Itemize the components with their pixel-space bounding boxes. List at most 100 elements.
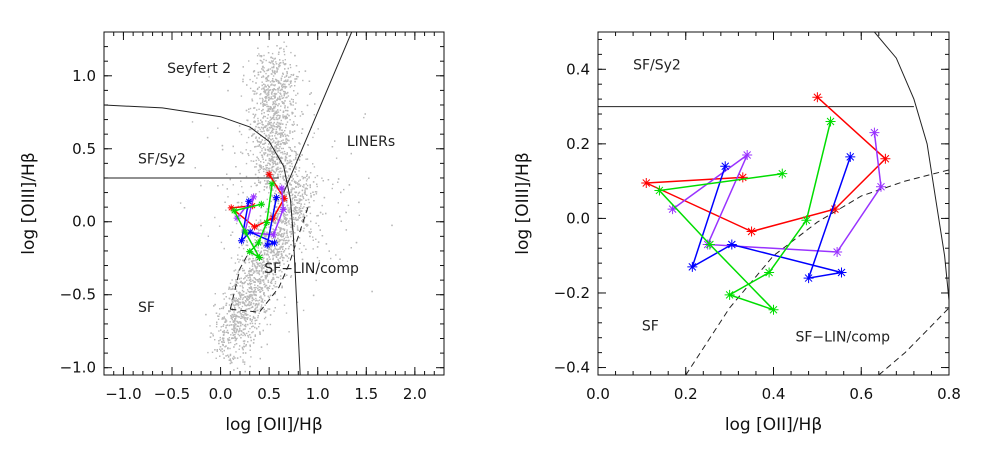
data-point — [231, 332, 234, 334]
data-point — [238, 325, 240, 328]
data-point — [228, 359, 231, 361]
data-point — [245, 292, 248, 294]
data-point — [227, 354, 229, 356]
data-point — [225, 345, 227, 347]
data-point — [260, 287, 262, 289]
data-point — [261, 229, 264, 232]
data-point — [269, 108, 272, 111]
data-point — [248, 296, 250, 298]
data-point — [268, 157, 270, 160]
data-point — [248, 301, 250, 303]
data-point — [241, 347, 244, 350]
data-point — [214, 216, 216, 219]
data-point — [275, 168, 277, 170]
data-point — [282, 61, 284, 64]
data-point — [247, 283, 249, 286]
data-point — [270, 271, 273, 273]
data-point — [242, 334, 244, 337]
data-point — [285, 75, 288, 78]
data-point — [258, 323, 261, 325]
data-point — [275, 123, 278, 125]
data-point — [294, 151, 297, 153]
data-point — [280, 198, 282, 200]
data-point — [247, 252, 249, 254]
data-point — [267, 260, 270, 262]
data-point — [273, 178, 275, 181]
data-point — [247, 298, 249, 301]
data-point — [279, 47, 281, 50]
data-point — [279, 183, 282, 185]
data-point — [254, 224, 256, 226]
data-point — [238, 125, 241, 127]
data-point — [267, 273, 269, 275]
data-point — [290, 81, 292, 83]
data-point — [209, 336, 212, 338]
data-point — [217, 315, 219, 317]
data-point — [255, 258, 257, 261]
data-point — [315, 222, 317, 224]
data-point — [275, 170, 278, 172]
data-point — [275, 229, 278, 231]
data-point — [274, 172, 277, 174]
data-point — [243, 278, 245, 280]
data-point — [286, 191, 288, 193]
data-point — [267, 150, 270, 152]
data-point — [232, 337, 234, 339]
data-point — [290, 74, 293, 76]
data-point — [279, 173, 282, 176]
data-point — [278, 195, 281, 197]
data-point — [262, 104, 264, 106]
data-point — [267, 68, 270, 70]
data-point — [282, 110, 285, 112]
data-point — [288, 220, 290, 222]
data-point — [270, 246, 273, 248]
data-point — [258, 141, 261, 143]
data-point — [269, 167, 271, 170]
data-point — [277, 82, 280, 84]
data-point — [295, 212, 298, 214]
data-point — [249, 296, 251, 299]
data-point — [272, 115, 275, 117]
data-point — [261, 88, 263, 90]
data-point — [272, 273, 274, 275]
data-point — [265, 284, 268, 287]
data-point — [280, 47, 282, 49]
data-point — [289, 130, 291, 132]
data-point — [231, 309, 234, 311]
data-point — [243, 324, 246, 327]
data-point — [276, 147, 279, 149]
data-point — [240, 95, 243, 97]
x-tick-label: −0.5 — [154, 385, 190, 403]
data-point — [277, 214, 279, 216]
data-point — [266, 101, 268, 103]
data-point — [303, 186, 305, 188]
data-point — [224, 346, 226, 348]
data-point — [295, 186, 297, 188]
asterisk-marker — [263, 241, 271, 249]
data-point — [259, 122, 261, 124]
data-point — [277, 91, 279, 93]
data-point — [266, 169, 268, 171]
data-point — [282, 102, 284, 104]
data-point — [272, 131, 274, 134]
data-point — [228, 310, 230, 312]
data-point — [275, 141, 277, 143]
data-point — [244, 296, 247, 298]
data-point — [283, 53, 286, 56]
data-point — [264, 139, 266, 142]
data-point — [249, 349, 251, 351]
data-point — [273, 121, 275, 124]
data-point — [347, 204, 350, 207]
data-point — [287, 67, 289, 70]
data-point — [274, 132, 277, 135]
data-point — [305, 199, 307, 201]
data-point — [244, 272, 246, 274]
data-point — [235, 329, 237, 331]
data-point — [281, 285, 283, 287]
data-point — [298, 211, 301, 213]
data-point — [255, 193, 257, 195]
data-point — [274, 187, 276, 189]
data-point — [294, 208, 296, 210]
data-point — [284, 153, 286, 155]
data-point — [277, 118, 279, 121]
